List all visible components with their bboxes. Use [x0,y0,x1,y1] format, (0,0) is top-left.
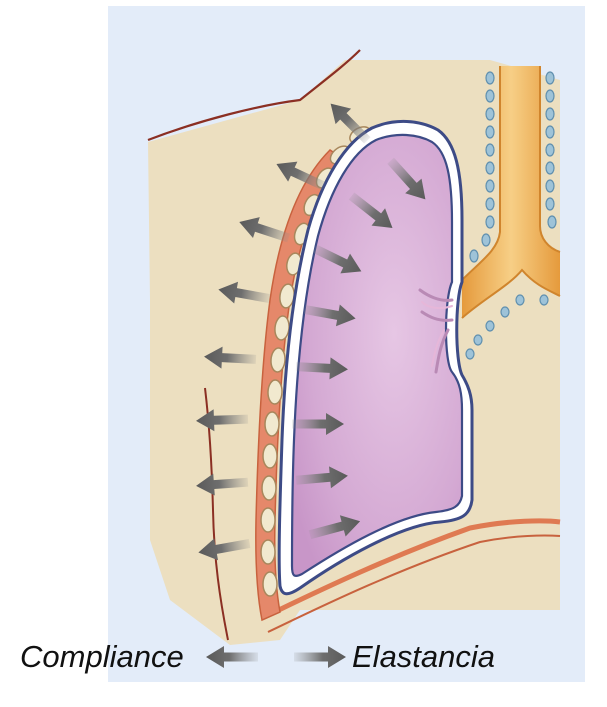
airway-cartilage-right [546,72,556,228]
caption-elastancia: Elastancia [352,639,495,674]
caption-compliance: Compliance [20,639,184,674]
